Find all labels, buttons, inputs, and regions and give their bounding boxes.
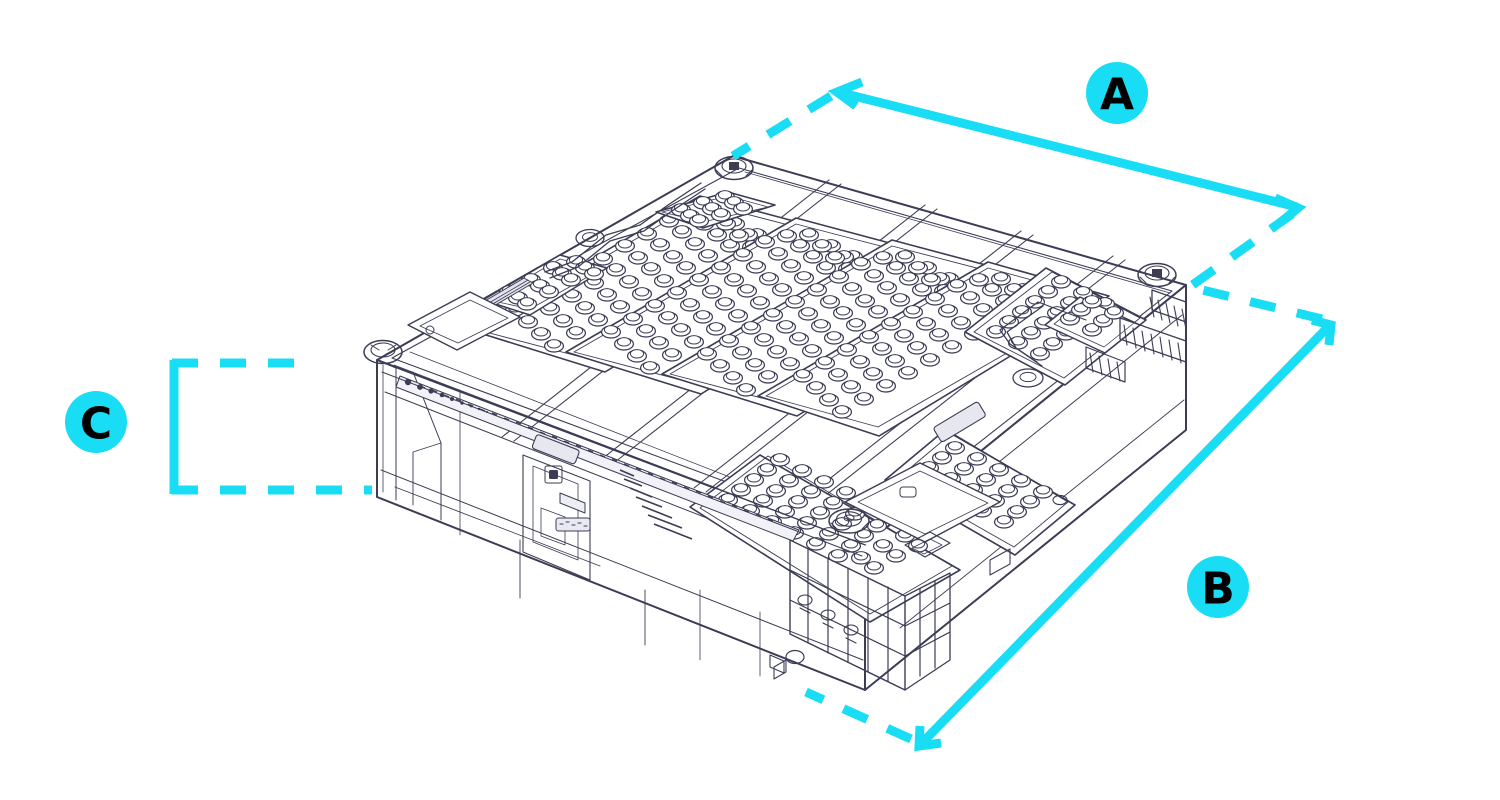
fin-heatsink [1085, 289, 1187, 383]
mounting-boss [1137, 262, 1177, 288]
callout-b-arrowhead-bottom [914, 725, 942, 752]
mounting-boss [714, 155, 754, 181]
dimension-callouts [169, 77, 1336, 752]
leader-b-bottom [804, 687, 913, 744]
battery-pack-illustration [363, 155, 1187, 691]
corner-tray [1044, 294, 1141, 354]
left-panel [407, 291, 521, 351]
lower-right-panel [844, 462, 1001, 543]
badge-b[interactable]: B [1187, 556, 1249, 618]
mounting-boss [575, 228, 605, 248]
mounting-bosses [363, 155, 1177, 534]
callout-a-arrowhead-left [827, 77, 864, 110]
badge-c[interactable]: C [65, 391, 127, 453]
wiring-harness [544, 182, 1087, 367]
callout-b-line [916, 321, 1334, 749]
deck-front-edge [376, 359, 867, 557]
badge-a[interactable]: A [1086, 62, 1148, 124]
callout-b-depth[interactable] [804, 282, 1336, 752]
corner-tray [655, 189, 776, 229]
label-strips [395, 375, 986, 542]
cell-modules [407, 189, 1147, 623]
leader-b-top [1188, 282, 1324, 324]
badge-b-label: B [1201, 564, 1235, 615]
mounting-boss [828, 508, 870, 534]
mounting-boss [1012, 368, 1044, 388]
callout-c-height[interactable] [169, 358, 372, 495]
callout-badges: A B C [65, 62, 1249, 618]
leader-a-left [730, 92, 834, 160]
badge-a-circle [1086, 62, 1148, 124]
badge-a-label: A [1100, 70, 1134, 121]
callout-a-width[interactable] [730, 77, 1307, 290]
badge-c-label: C [80, 399, 112, 450]
callout-a-line [836, 87, 1299, 212]
badge-c-circle [65, 391, 127, 453]
leader-a-right [1188, 210, 1295, 290]
lattice-frame [773, 531, 951, 691]
right-wall-hardware [769, 494, 1068, 674]
mounting-boss [363, 339, 403, 365]
badge-b-circle [1187, 556, 1249, 618]
